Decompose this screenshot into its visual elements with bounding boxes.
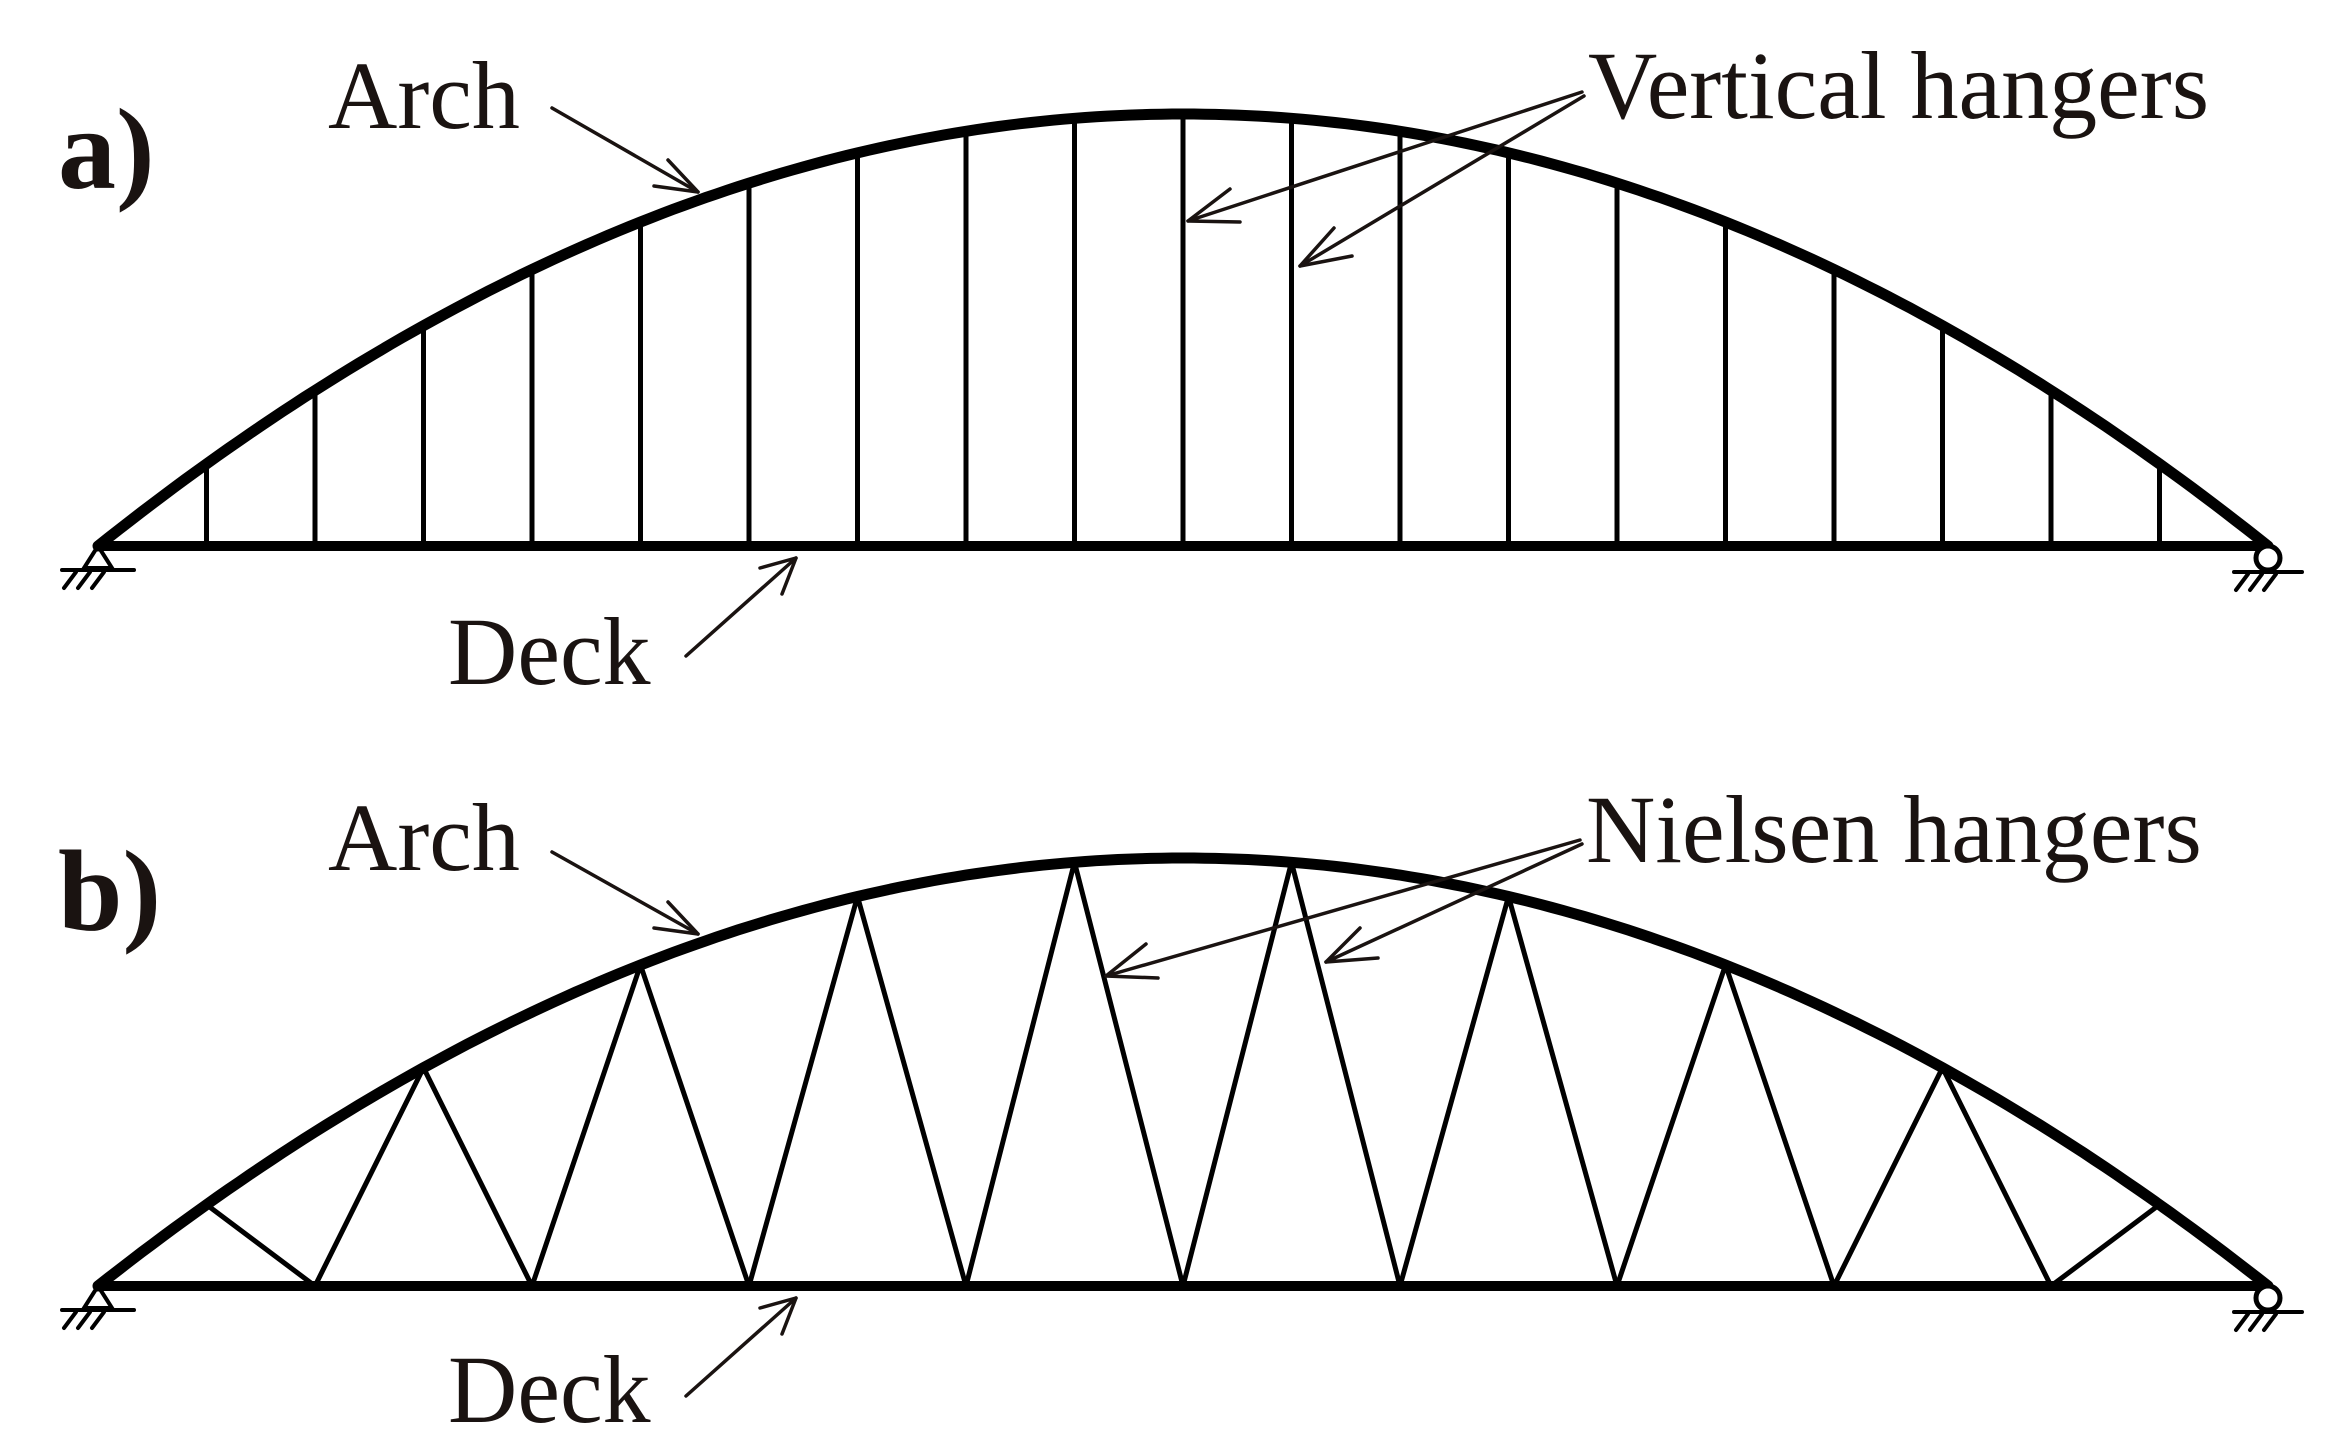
panel-b-deck-label: Deck xyxy=(448,1336,651,1443)
panel-b-pin-support xyxy=(60,1282,136,1330)
nielsen-hanger xyxy=(1072,859,1186,1289)
nielsen-hanger xyxy=(204,1202,318,1289)
panel-b-hanger-arrow-1 xyxy=(1104,838,1582,980)
b-pin-hatch xyxy=(90,1310,106,1330)
nielsen-hanger xyxy=(1289,859,1403,1289)
panel-b-roller-support xyxy=(2232,1283,2304,1332)
a-roller-hatch xyxy=(2248,572,2264,592)
panel-a-arch-label: Arch xyxy=(328,42,520,149)
b-pin-hatch xyxy=(76,1310,92,1330)
a-roller-hatch xyxy=(2234,572,2250,592)
panel-b-hanger-group xyxy=(204,859,2162,1289)
nielsen-hanger xyxy=(638,962,752,1289)
b-roller-hatch xyxy=(2234,1312,2250,1332)
panel-b-arch-arrow xyxy=(550,850,700,936)
b-roller-hatch xyxy=(2262,1312,2278,1332)
nielsen-hanger xyxy=(1506,894,1620,1289)
panel-a-letter: a) xyxy=(58,86,155,214)
panel-a-hangers-label: Vertical hangers xyxy=(1588,32,2209,139)
nielsen-hanger xyxy=(1831,1065,1945,1289)
a-roller-hatch xyxy=(2262,572,2278,592)
panel-b-nielsen-hangers: b) Arch Nielsen hangers Deck xyxy=(58,776,2304,1443)
nielsen-hanger xyxy=(1614,962,1728,1289)
panel-b-deck-arrow xyxy=(684,1296,798,1398)
panel-a-hanger-group xyxy=(204,111,2162,549)
nielsen-hanger xyxy=(1940,1065,2054,1289)
a-pin-hatch xyxy=(90,570,106,590)
nielsen-hanger xyxy=(1723,962,1837,1289)
nielsen-hanger xyxy=(1180,859,1294,1289)
panel-a-pin-support xyxy=(60,542,136,590)
panel-a-arch-arrow xyxy=(550,106,700,194)
a-pin-hatch xyxy=(76,570,92,590)
nielsen-hanger xyxy=(855,894,969,1289)
panel-a-deck-label: Deck xyxy=(448,598,651,705)
nielsen-hanger xyxy=(746,894,860,1289)
panel-b-hanger-arrow-2 xyxy=(1324,842,1584,964)
a-pin-hatch xyxy=(62,570,78,590)
panel-a-vertical-hangers: a) Arch Vertical hangers Deck xyxy=(58,32,2304,705)
nielsen-hanger xyxy=(312,1065,426,1289)
nielsen-hanger xyxy=(421,1065,535,1289)
panel-a-deck-arrow xyxy=(684,556,798,658)
panel-a-roller-support xyxy=(2232,543,2304,592)
panel-b-hangers-label: Nielsen hangers xyxy=(1586,776,2202,883)
panel-b-letter: b) xyxy=(58,828,161,956)
b-pin-hatch xyxy=(62,1310,78,1330)
panel-b-arch xyxy=(92,852,2274,1292)
panel-a-hanger-arrow-1 xyxy=(1186,90,1584,224)
b-roller-wheel xyxy=(2253,1283,2283,1313)
panel-b-arch-label: Arch xyxy=(328,784,520,891)
nielsen-hanger xyxy=(963,859,1077,1289)
panel-a-arch xyxy=(92,108,2274,552)
nielsen-hanger xyxy=(2048,1202,2162,1289)
panel-a-hanger-arrow-2 xyxy=(1298,94,1586,268)
b-roller-hatch xyxy=(2248,1312,2264,1332)
nielsen-hanger xyxy=(529,962,643,1289)
a-roller-wheel xyxy=(2253,543,2283,573)
nielsen-hanger xyxy=(1397,894,1511,1289)
